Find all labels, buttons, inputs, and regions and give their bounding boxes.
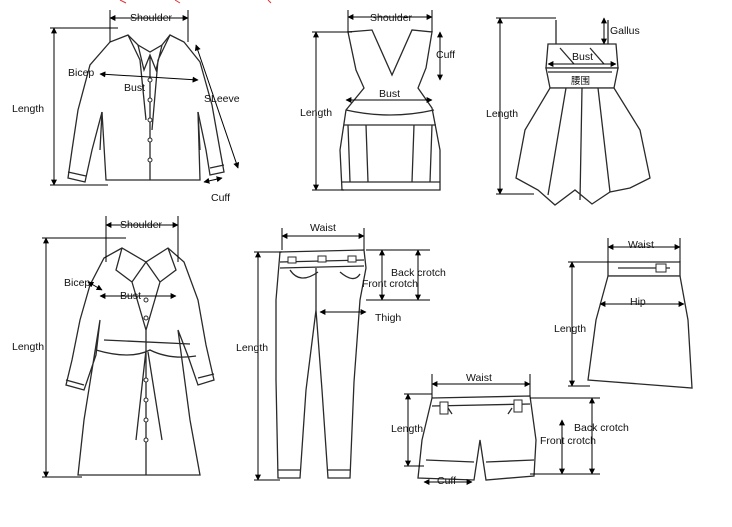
vest-length-label: Length [300,107,332,119]
dress-length-label: Length [486,108,518,120]
skirt-figure [587,261,693,389]
pants-front-crotch-label: Front crotch [362,278,418,290]
vest-bust-label: Bust [379,88,400,100]
pants-waist-label: Waist [310,222,336,234]
shirt-measurements [50,10,240,186]
coat-bicep-label: Bicep [64,277,90,289]
shirt-bicep-label: Bicep [68,67,94,79]
vest-shoulder-label: Shoulder [370,12,413,24]
shirt-length-label: Length [12,103,44,115]
dress-waistband-label: 腰围 [571,76,590,87]
skirt-hip-label: Hip [630,296,646,308]
pants-back-crotch-label: Back crotch [391,267,446,279]
pants-thigh-label: Thigh [375,312,401,324]
coat-length-label: Length [12,341,44,353]
shorts-back-crotch-label: Back crotch [574,422,629,434]
dress-bust-label: Bust [572,51,593,63]
vest-measurements [312,10,443,191]
coat-measurements [42,216,179,478]
shirt-bust-label: Bust [124,82,145,94]
shorts-length-label: Length [391,423,423,435]
shorts-front-crotch-label: Front crotch [540,435,596,447]
pants-length-label: Length [236,342,268,354]
coat-bust-label: Bust [120,290,141,302]
shirt-sleeve-label: SLeeve [204,93,240,105]
shorts-figure [417,395,537,481]
shirt-shoulder-label: Shoulder [130,12,173,24]
skirt-length-label: Length [554,323,586,335]
pants-measurements [254,228,430,481]
skirt-measurements [568,238,685,387]
vest-cuff-label: Cuff [436,49,455,61]
dress-measurements [496,17,617,195]
dress-figure [515,20,651,206]
shirt-cuff-label: Cuff [211,192,230,204]
vest-figure [339,29,441,191]
shorts-cuff-label: Cuff [437,475,456,487]
red-mark-top [119,0,272,4]
coat-figure [65,247,215,476]
coat-shoulder-label: Shoulder [120,219,163,231]
skirt-waist-label: Waist [628,239,654,251]
shorts-waist-label: Waist [466,372,492,384]
shorts-measurements [404,374,600,485]
dress-gallus-label: Gallus [610,25,640,37]
pants-figure [275,249,367,479]
